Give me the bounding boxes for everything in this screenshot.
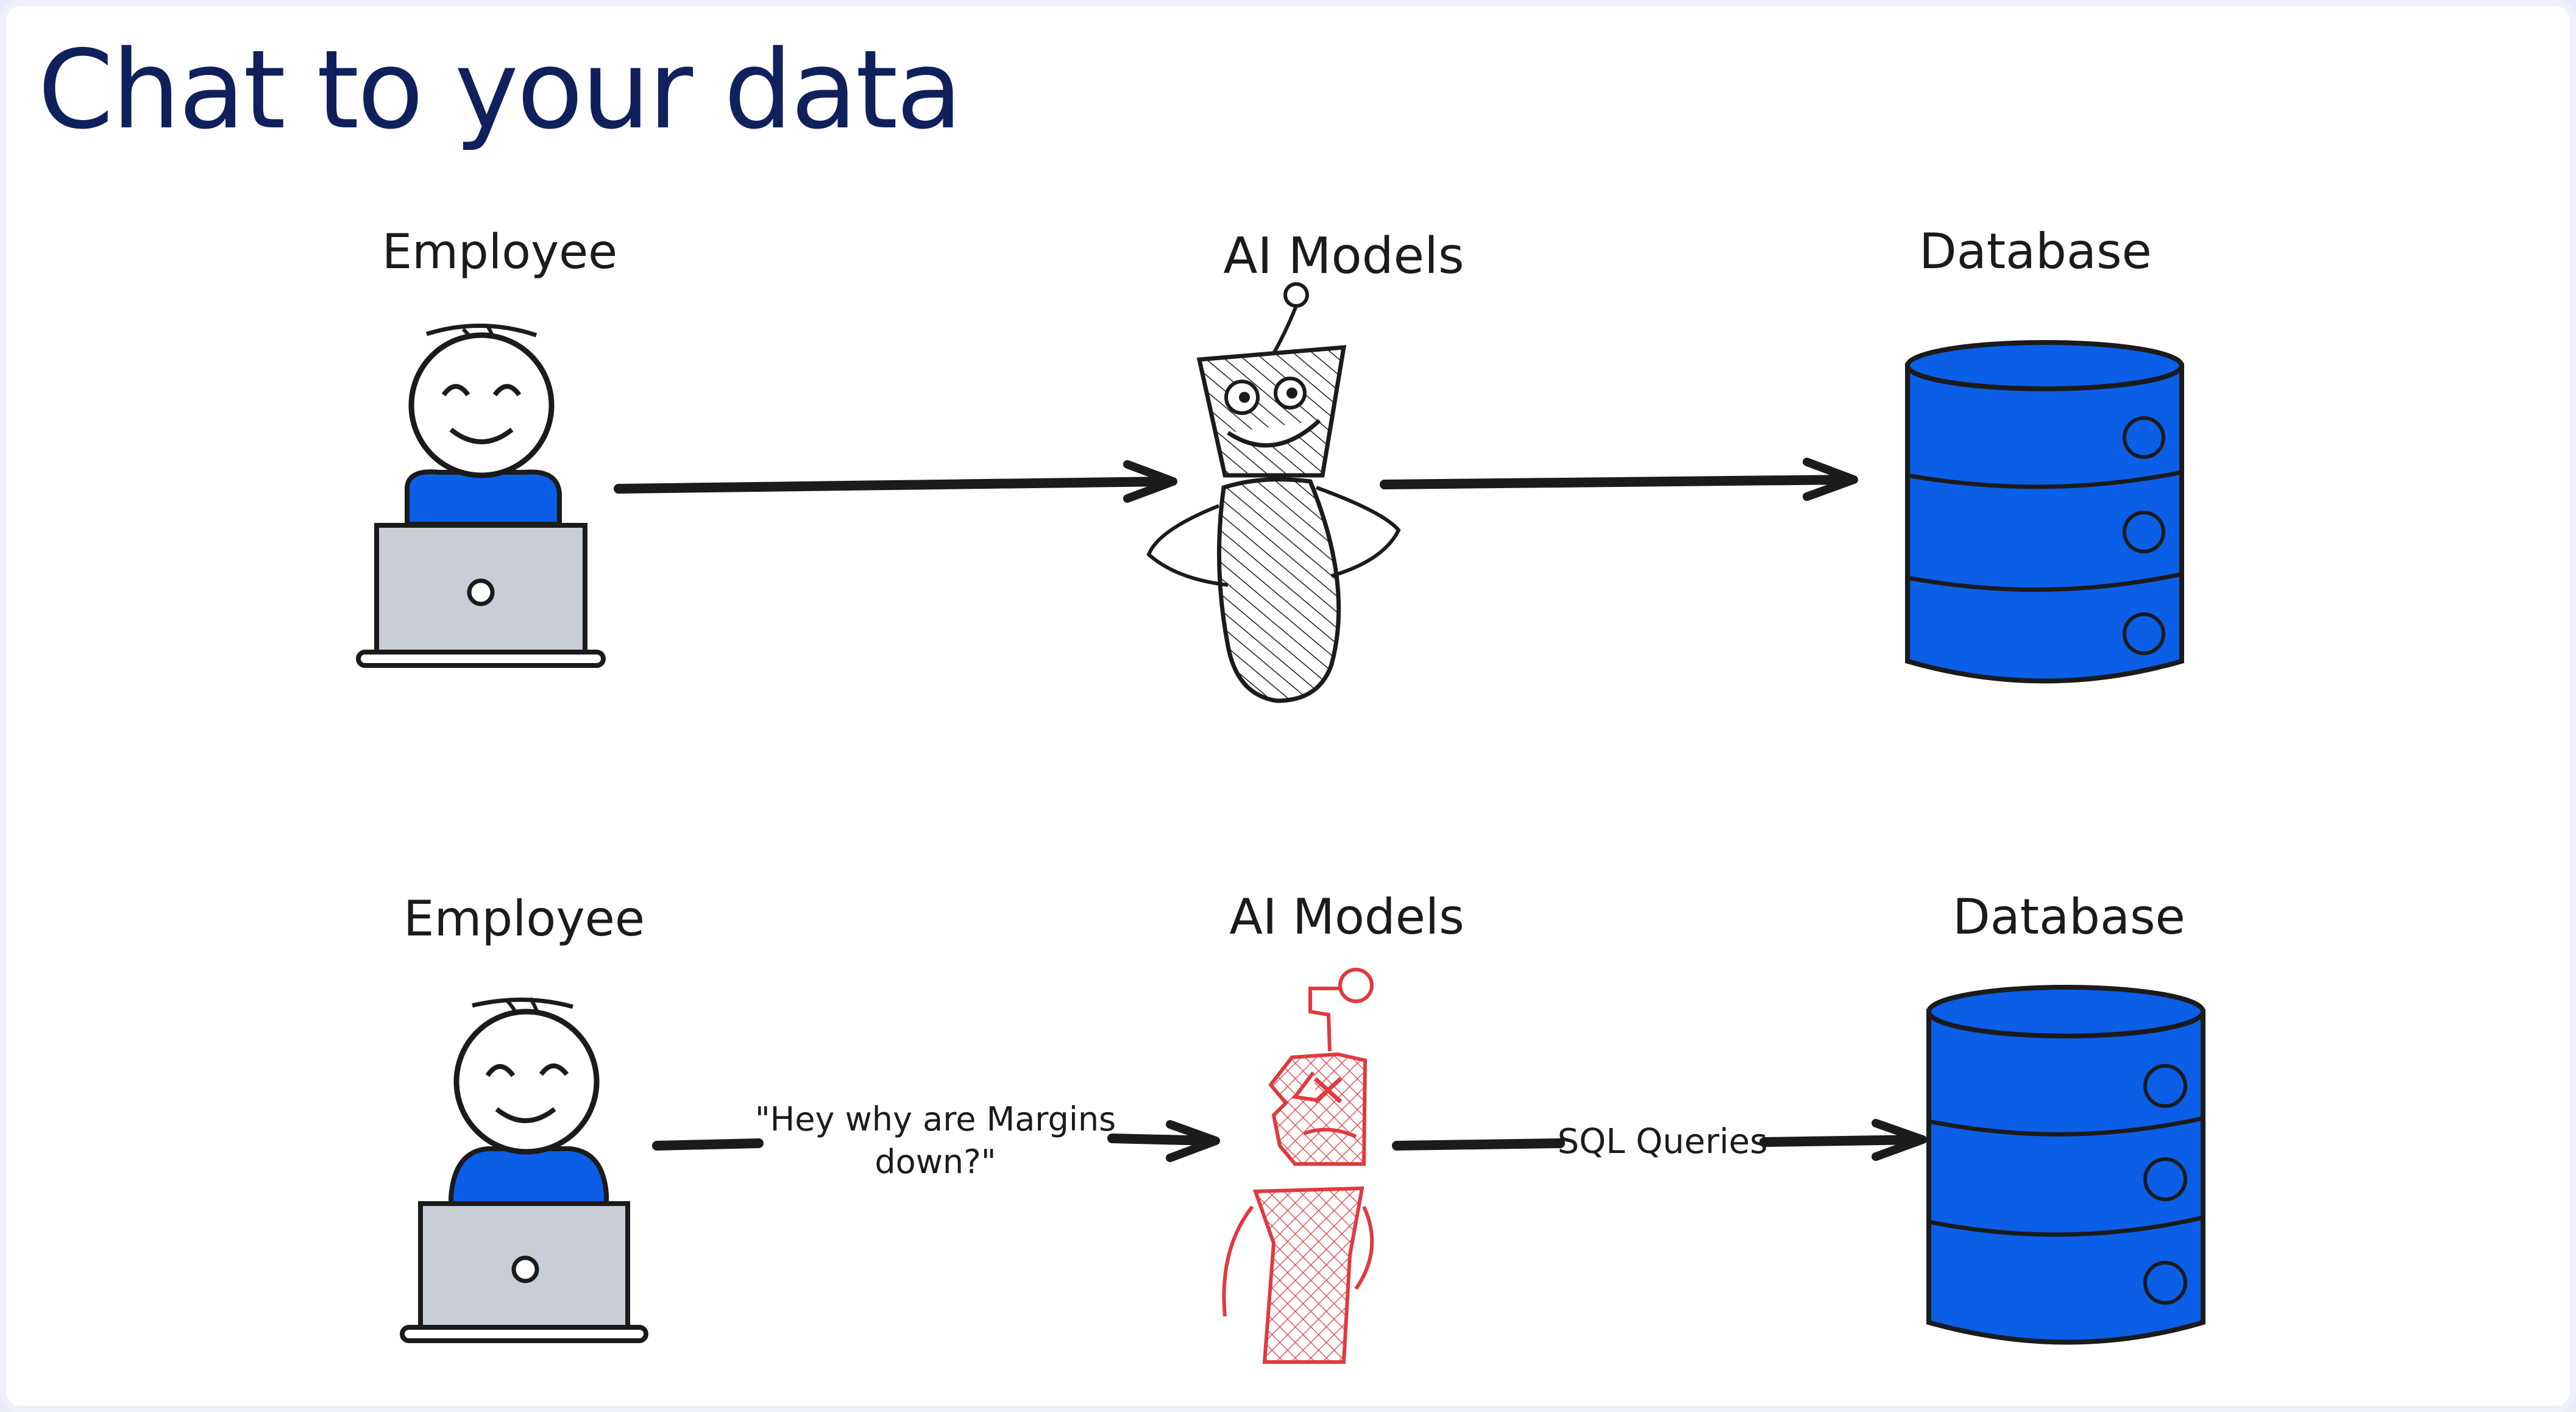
bottom-employee-label: Employee [403,890,645,947]
top-database-icon [1905,340,2184,684]
top-arrow-to-database [1380,458,1858,501]
question-text-line1: "Hey why are Margins [755,1100,1116,1138]
bottom-employee-icon [400,997,648,1343]
bottom-broken-robot-icon [1222,968,1374,1364]
top-employee-icon [356,324,606,668]
question-text-line2: down?" [875,1143,996,1181]
slide-title: Chat to your data [38,27,963,153]
bottom-database-icon [1926,985,2205,1345]
bottom-arrow-sql [1392,1119,1927,1161]
bottom-ai-label: AI Models [1229,889,1464,945]
top-database-label: Database [1919,223,2152,280]
top-employee-label: Employee [382,225,617,280]
bottom-database-label: Database [1953,889,2185,945]
bottom-arrow-question [652,1120,1220,1162]
top-ai-label: AI Models [1223,227,1464,285]
top-arrow-to-ai [614,460,1177,503]
sql-queries-label: SQL Queries [1558,1122,1768,1162]
top-robot-icon [1146,282,1401,703]
